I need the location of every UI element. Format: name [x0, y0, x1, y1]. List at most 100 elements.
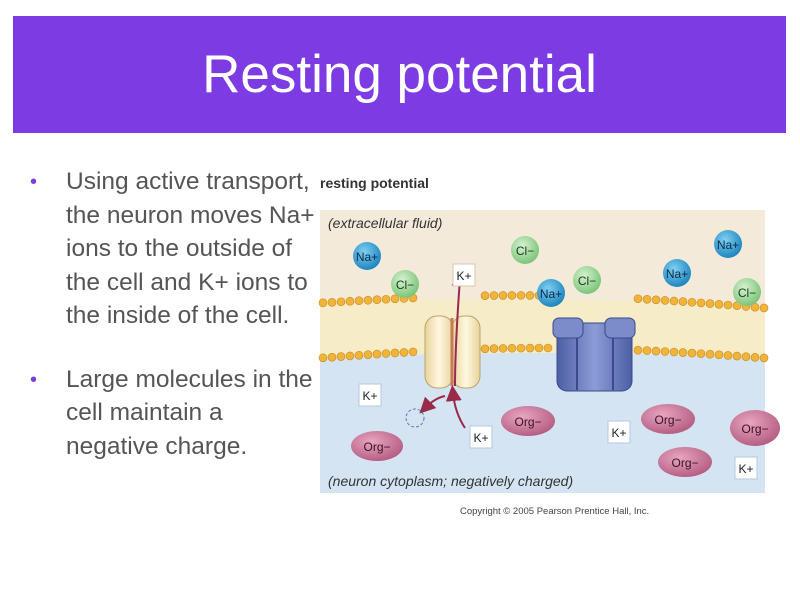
phospholipid-head: [534, 343, 544, 353]
cl-ion: Cl−: [511, 236, 539, 264]
phospholipid-head: [750, 352, 760, 362]
slide-title: Resting potential: [202, 45, 597, 104]
phospholipid-head: [732, 351, 742, 361]
phospholipid-head: [489, 344, 499, 353]
phospholipid-head: [489, 291, 499, 300]
phospholipid-head: [651, 295, 661, 305]
svg-text:Org−: Org−: [654, 413, 681, 427]
phospholipid-head: [480, 344, 490, 354]
cl-ion: Cl−: [733, 278, 761, 306]
svg-text:K+: K+: [611, 426, 626, 440]
potassium-efflux-arrows: [405, 270, 468, 429]
cl-ion: Cl−: [391, 270, 419, 298]
phospholipid-head: [363, 350, 373, 359]
svg-text:K+: K+: [456, 269, 471, 283]
phospholipid-head: [696, 298, 706, 308]
org-ion: Org−: [351, 431, 403, 461]
phospholipid-head: [336, 297, 346, 307]
svg-text:Na+: Na+: [717, 238, 739, 252]
phospholipid-head: [372, 295, 382, 305]
phospholipid-head: [723, 351, 733, 360]
phospholipid-head: [705, 349, 715, 359]
svg-text:Cl−: Cl−: [738, 286, 756, 300]
phospholipid-head: [498, 291, 508, 300]
svg-text:Cl−: Cl−: [396, 278, 414, 292]
k-ion: K+: [358, 383, 382, 407]
k-ion: K+: [607, 420, 631, 444]
phospholipid-head: [696, 349, 706, 358]
org-ion: Org−: [501, 406, 555, 436]
phospholipid-head: [399, 348, 409, 357]
svg-text:Na+: Na+: [356, 250, 378, 264]
phospholipid-head: [498, 344, 508, 353]
figure-heading: resting potential: [320, 175, 429, 191]
org-ion: Org−: [658, 447, 712, 477]
phospholipid-head: [678, 297, 688, 306]
phospholipid-head: [390, 348, 400, 358]
svg-text:Cl−: Cl−: [578, 274, 596, 288]
phospholipid-head: [723, 300, 733, 310]
phospholipid-head: [480, 291, 490, 300]
cytoplasm-label: (neuron cytoplasm; negatively charged): [328, 473, 573, 489]
svg-text:Na+: Na+: [540, 287, 562, 301]
svg-text:Org−: Org−: [741, 422, 768, 436]
bullet-list: • Using active transport, the neuron mov…: [30, 165, 315, 463]
phospholipid-head: [345, 351, 355, 361]
bullet-dot-icon: •: [30, 171, 38, 193]
na-ion: Na+: [663, 259, 691, 287]
na-ion: Na+: [714, 230, 742, 258]
phospholipid-head: [714, 299, 724, 309]
phospholipid-head: [390, 294, 400, 304]
phospholipid-head: [633, 345, 643, 355]
phospholipid-head: [642, 294, 652, 304]
phospholipid-head: [336, 352, 346, 361]
svg-text:K+: K+: [362, 389, 377, 403]
phospholipid-head: [354, 296, 364, 306]
copyright-text: Copyright © 2005 Pearson Prentice Hall, …: [460, 506, 649, 517]
phospholipid-head: [651, 346, 661, 356]
svg-text:Org−: Org−: [671, 456, 698, 470]
phospholipid-head: [507, 291, 517, 300]
org-ion: Org−: [730, 410, 780, 446]
svg-text:Org−: Org−: [363, 440, 390, 454]
svg-text:K+: K+: [473, 431, 488, 445]
na-ion: Na+: [353, 242, 381, 270]
bullet-text: Using active transport, the neuron moves…: [66, 168, 315, 329]
ion-pump: [552, 317, 636, 392]
bullet-text: Large molecules in the cell maintain a n…: [66, 365, 313, 460]
phospholipid-head: [633, 294, 643, 304]
k-ion: K+: [469, 425, 493, 449]
phospholipid-head: [507, 343, 517, 353]
bullet-dot-icon: •: [30, 368, 38, 391]
phospholipid-head: [759, 353, 769, 363]
phospholipid-head: [687, 297, 697, 307]
phospholipid-head: [687, 348, 697, 358]
svg-text:Na+: Na+: [666, 267, 688, 281]
na-ion: Na+: [537, 279, 565, 307]
phospholipid-head: [525, 291, 535, 300]
extracellular-label: (extracellular fluid): [328, 215, 442, 231]
phospholipid-head: [660, 296, 670, 305]
phospholipid-head: [516, 343, 526, 353]
phospholipid-head: [759, 303, 769, 313]
cl-ion: Cl−: [573, 266, 601, 294]
k-ion: K+: [452, 263, 476, 287]
title-banner: Resting potential: [13, 16, 786, 133]
phospholipid-head: [381, 294, 391, 304]
bullet-item: • Using active transport, the neuron mov…: [30, 165, 315, 333]
phospholipid-head: [741, 352, 751, 361]
phospholipid-head: [714, 350, 724, 360]
phospholipid-head: [327, 297, 337, 307]
phospholipid-head: [408, 347, 418, 357]
k-ion: K+: [734, 456, 758, 480]
phospholipid-head: [318, 298, 328, 308]
svg-text:K+: K+: [738, 462, 753, 476]
phospholipid-head: [516, 291, 526, 300]
phospholipid-head: [669, 296, 679, 306]
phospholipid-head: [354, 350, 364, 360]
phospholipid-head: [669, 347, 679, 357]
phospholipid-head: [372, 349, 382, 359]
phospholipid-head: [363, 295, 373, 305]
phospholipid-head: [543, 343, 553, 353]
phospholipid-head: [345, 296, 355, 306]
